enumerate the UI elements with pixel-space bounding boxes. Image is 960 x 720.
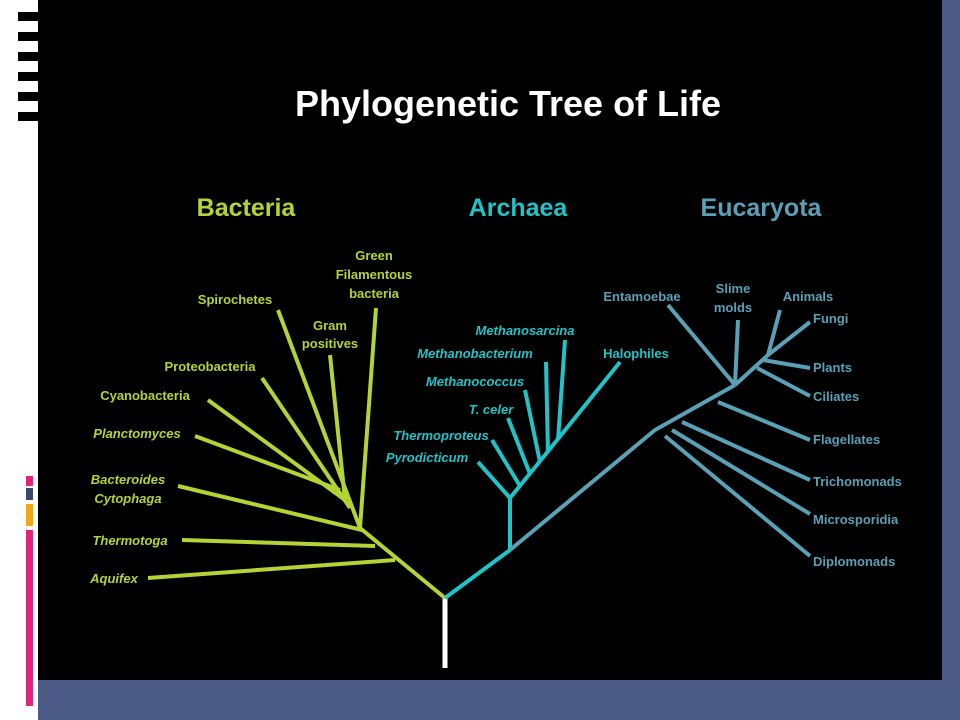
label-animals: Animals <box>783 289 834 304</box>
label-ciliates: Ciliates <box>813 389 859 404</box>
domain-label-bacteria: Bacteria <box>197 194 297 222</box>
archaea-branches <box>443 339 622 600</box>
branch-animals <box>733 309 782 387</box>
branch-bacteroides <box>177 484 363 532</box>
branch-microsporidia <box>670 428 812 516</box>
accent-bar-pink <box>26 530 33 706</box>
label-green-filamentous-2: Filamentous <box>336 267 413 282</box>
label-methanobacterium: Methanobacterium <box>417 346 533 361</box>
branch-thermoproteus <box>490 438 522 488</box>
branch-thermotoga <box>181 538 376 548</box>
label-diplomonads: Diplomonads <box>813 554 895 569</box>
label-slime-molds-2: molds <box>714 300 752 315</box>
label-thermoproteus: Thermoproteus <box>393 428 488 443</box>
label-bacteroides-2: Cytophaga <box>94 491 161 506</box>
branch-t-celer <box>506 417 532 475</box>
branch-planctomyces <box>194 434 341 492</box>
label-bacteroides-1: Bacteroides <box>91 472 165 487</box>
label-spirochetes: Spirochetes <box>198 292 272 307</box>
branch-methanobacterium <box>544 361 550 453</box>
branch-fungi <box>766 320 812 357</box>
label-methanosarcina: Methanosarcina <box>476 323 575 338</box>
branch-ciliates <box>756 366 811 398</box>
label-methanococcus: Methanococcus <box>426 374 524 389</box>
branch-entamoebae <box>666 303 737 387</box>
branch-pyrodicticum <box>476 460 512 500</box>
branch-methanococcus <box>523 389 542 463</box>
branch-flagellates <box>717 400 811 442</box>
eucaryota-branches <box>508 303 812 558</box>
branch-diplomonads <box>663 434 812 558</box>
label-trichomonads: Trichomonads <box>813 474 902 489</box>
label-green-filamentous-1: Green <box>355 248 393 263</box>
branch-archaea-main <box>443 548 512 600</box>
accent-bar-pink-top <box>26 476 33 486</box>
label-thermotoga: Thermotoga <box>92 533 167 548</box>
diagram-title: Phylogenetic Tree of Life <box>295 83 721 124</box>
branch-bacteria-main <box>358 526 447 600</box>
branch-gram-positives <box>328 354 347 501</box>
label-entamoebae: Entamoebae <box>603 289 680 304</box>
accent-bar-orange <box>26 504 33 526</box>
slide-decoration-lines <box>18 0 38 160</box>
branch-green-filamentous <box>358 307 378 529</box>
branch-methanosarcina <box>556 339 567 441</box>
label-microsporidia: Microsporidia <box>813 512 899 527</box>
domain-label-archaea: Archaea <box>469 194 569 222</box>
branch-slime-molds <box>733 319 740 386</box>
label-gram-positives-1: Gram <box>313 318 347 333</box>
label-fungi: Fungi <box>813 311 848 326</box>
label-slime-molds-1: Slime <box>716 281 751 296</box>
branch-eucaryota-main <box>508 383 736 552</box>
label-gram-positives-2: positives <box>302 336 358 351</box>
label-flagellates: Flagellates <box>813 432 880 447</box>
branch-trichomonads <box>681 420 811 482</box>
label-halophiles: Halophiles <box>603 346 669 361</box>
label-green-filamentous-3: bacteria <box>349 286 400 301</box>
branch-aquifex <box>147 558 396 580</box>
label-plants: Plants <box>813 360 852 375</box>
domain-label-eucaryota: Eucaryota <box>701 194 823 222</box>
branch-plants <box>762 358 811 370</box>
label-planctomyces: Planctomyces <box>93 426 180 441</box>
label-t-celer: T. celer <box>469 402 515 417</box>
branch-spirochetes <box>276 309 362 529</box>
label-proteobacteria: Proteobacteria <box>164 359 256 374</box>
accent-bar-slate <box>26 488 33 500</box>
label-pyrodicticum: Pyrodicticum <box>386 450 469 465</box>
slide-frame-right <box>942 0 960 720</box>
label-aquifex: Aquifex <box>89 571 138 586</box>
branch-halophiles <box>508 360 622 500</box>
slide-frame-bottom <box>38 680 960 720</box>
bacteria-branches <box>147 307 447 600</box>
label-cyanobacteria: Cyanobacteria <box>100 388 190 403</box>
